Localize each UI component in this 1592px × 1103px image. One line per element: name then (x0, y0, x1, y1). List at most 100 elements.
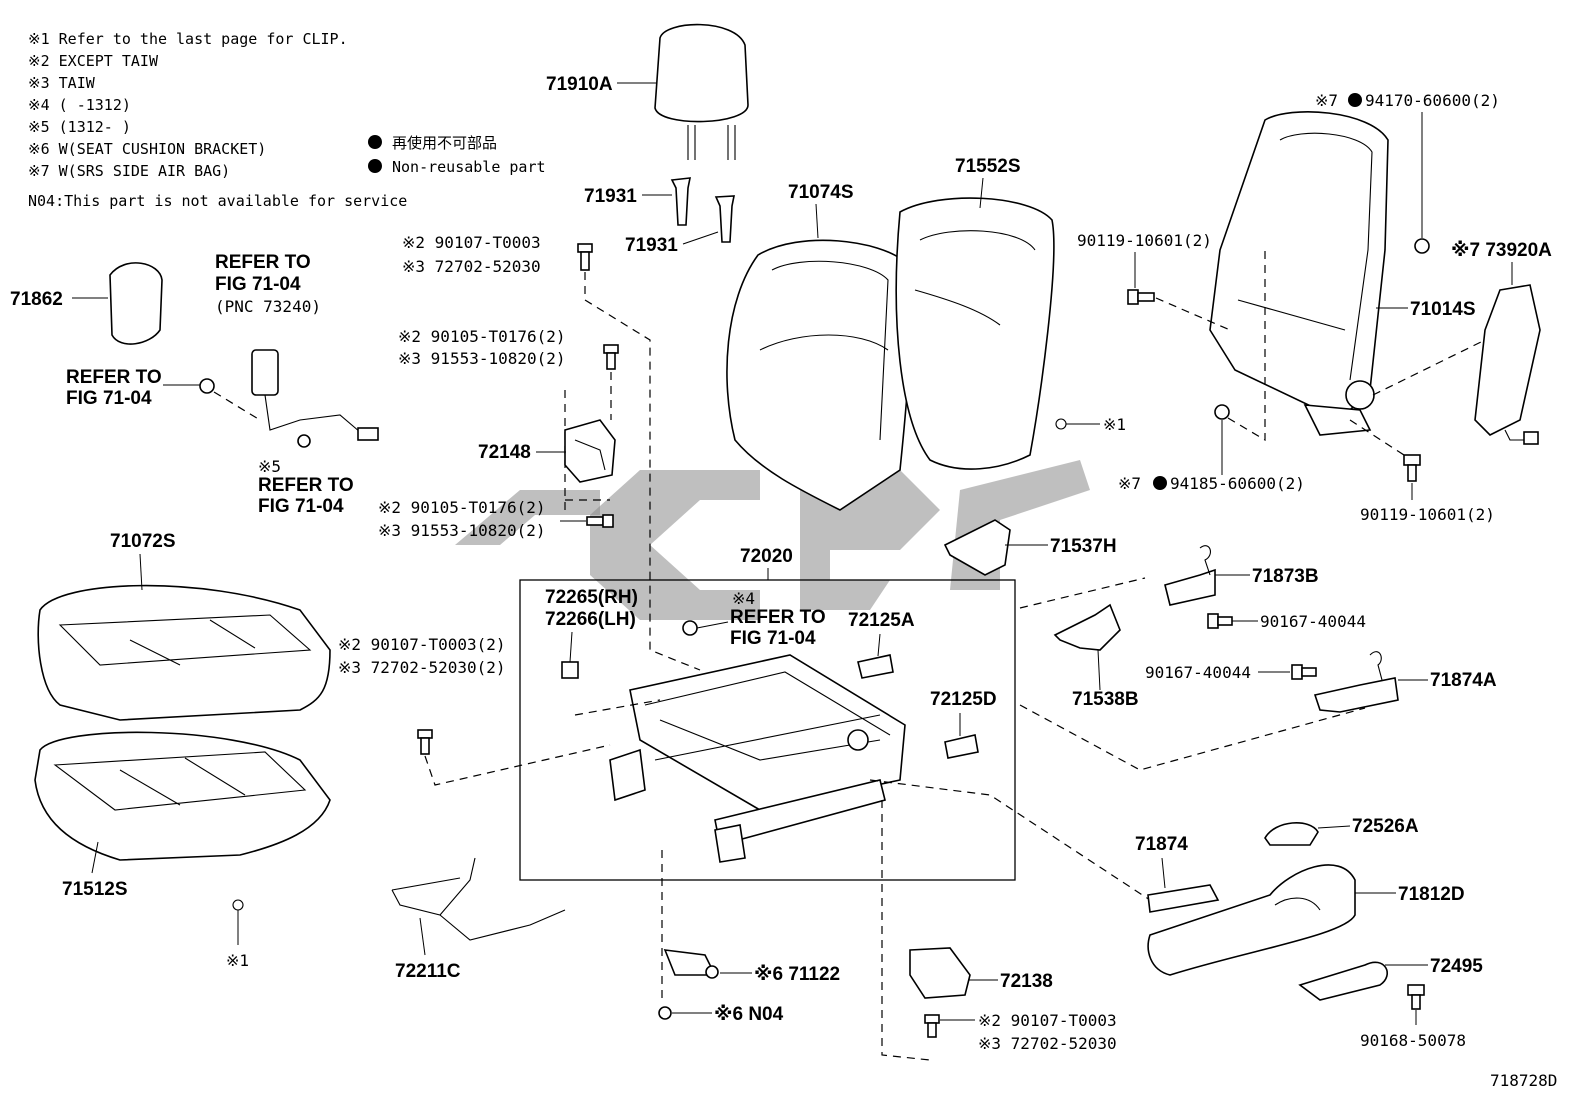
note-1-ref-a: ※1 (226, 951, 249, 970)
label-bolt-1-line1: ※2 90107-T0003 (402, 233, 541, 252)
bracket-71873b-part (1164, 545, 1216, 606)
bolt-icon (1407, 984, 1425, 1010)
label-72125a: 72125A (848, 610, 915, 631)
figure-id: 718728D (1490, 1071, 1557, 1090)
label-bolt-4-line2: ※3 72702-52030(2) (338, 658, 506, 677)
seat-adjuster-part (609, 654, 906, 863)
wire-72211c-part (391, 857, 566, 941)
bolt-icon (924, 1014, 940, 1038)
cover-71862-part (109, 262, 163, 345)
side-shield-71812d-part (1147, 864, 1356, 976)
cover-71537h-part (943, 519, 1011, 576)
seatback-pad-part (895, 197, 1055, 470)
label-90167-b: 90167-40044 (1145, 663, 1251, 682)
cushion-pad-part (34, 731, 331, 861)
note-4: ※4 ( -1312) (28, 96, 131, 114)
label-90119-a: 90119-10601(2) (1077, 231, 1212, 250)
knob-72495-part (1298, 961, 1388, 1001)
label-72495: 72495 (1430, 956, 1483, 977)
label-71812d: 71812D (1398, 884, 1465, 905)
label-bolt-5-line1: ※2 90107-T0003 (978, 1011, 1117, 1030)
label-refer-to-b: REFER TO (258, 475, 354, 496)
note-5-ref: ※5 (258, 457, 281, 476)
non-reusable-dot-icon (1348, 93, 1362, 107)
label-refer-to-c: REFER TO (730, 607, 826, 628)
label-fig-b: FIG 71-04 (258, 496, 344, 517)
label-fig-a: FIG 71-04 (66, 388, 152, 409)
label-bolt-3-line2: ※3 91553-10820(2) (378, 521, 546, 540)
note-5: ※5 (1312- ) (28, 118, 131, 136)
bolt-icon (1403, 454, 1421, 482)
cushion-cover-part (37, 584, 331, 721)
note-1-ref-b: ※1 (1103, 415, 1126, 434)
note-7: ※7 W(SRS SIDE AIR BAG) (28, 162, 230, 180)
label-71910a: 71910A (546, 74, 613, 95)
label-90167-a: 90167-40044 (1260, 612, 1366, 631)
legend-line-1: 再使用不可部品 (392, 134, 497, 152)
label-71874a: 71874A (1430, 670, 1497, 691)
n04-note: N04:This part is not available for servi… (28, 192, 407, 210)
note-2: ※2 EXCEPT TAIW (28, 52, 159, 70)
label-bolt-3-line1: ※2 90105-T0176(2) (378, 498, 546, 517)
label-94185-prefix: ※7 (1118, 474, 1141, 493)
bolt-icon (1291, 664, 1317, 680)
bolt-icon (577, 243, 593, 271)
label-71074s: 71074S (788, 182, 854, 203)
label-71873b: 71873B (1252, 566, 1319, 587)
non-reusable-dot-icon (368, 159, 382, 173)
label-71538b: 71538B (1072, 689, 1139, 710)
label-94170: 94170-60600(2) (1365, 91, 1500, 110)
label-71537h: 71537H (1050, 536, 1117, 557)
non-reusable-dot-icon (1153, 476, 1167, 490)
label-72125d: 72125D (930, 689, 997, 710)
note-6: ※6 W(SEAT CUSHION BRACKET) (28, 140, 266, 158)
label-fig-c: FIG 71-04 (730, 628, 816, 649)
label-71862: 71862 (10, 289, 63, 310)
label-fig-71-04: FIG 71-04 (215, 274, 301, 295)
label-71512s: 71512S (62, 879, 128, 900)
non-reusable-dot-icon (368, 135, 382, 149)
headrest-guide-part (670, 177, 735, 243)
label-72020: 72020 (740, 546, 793, 567)
headrest-part (654, 23, 749, 160)
label-bolt-1-line2: ※3 72702-52030 (402, 257, 541, 276)
label-bolt-5-line2: ※3 72702-52030 (978, 1034, 1117, 1053)
label-72265-rh: 72265(RH) (545, 587, 638, 608)
bolt-icon (586, 514, 614, 528)
cover-72125d-part (944, 734, 979, 759)
notes-block: ※1 Refer to the last page for CLIP. ※2 E… (28, 30, 407, 210)
bracket-71122-part (663, 949, 719, 979)
label-72526a: 72526A (1352, 816, 1419, 837)
cover-71874-part (1147, 884, 1220, 913)
label-71874: 71874 (1135, 834, 1188, 855)
label-refer-to: REFER TO (215, 252, 311, 273)
label-71931-a: 71931 (584, 186, 637, 207)
bracket-72148-part (564, 419, 616, 483)
bolt-icon (603, 344, 619, 370)
side-airbag-part (1474, 284, 1541, 445)
cover-72138-part (909, 947, 971, 999)
label-90119-b: 90119-10601(2) (1360, 505, 1495, 524)
label-71931-b: 71931 (625, 235, 678, 256)
label-refer-to-a: REFER TO (66, 367, 162, 388)
cover-72526a-part (1264, 822, 1319, 846)
label-73920a: ※7 73920A (1451, 240, 1552, 261)
label-n04: ※6 N04 (714, 1004, 784, 1025)
label-bolt-2-line2: ※3 91553-10820(2) (398, 349, 566, 368)
legend-line-2: Non-reusable part (392, 158, 546, 176)
note-1: ※1 Refer to the last page for CLIP. (28, 30, 348, 48)
bracket-71874a-part (1313, 651, 1399, 713)
label-pnc-73240: (PNC 73240) (215, 297, 321, 316)
note-4-ref: ※4 (732, 589, 755, 608)
bolt-icon (417, 729, 433, 755)
seatback-frame-part (1209, 111, 1389, 436)
label-71552s: 71552S (955, 156, 1021, 177)
label-94170-prefix: ※7 (1315, 91, 1338, 110)
label-71122: ※6 71122 (754, 964, 840, 985)
seat-belt-buckle-part (251, 349, 379, 441)
label-72211c: 72211C (395, 961, 461, 982)
label-72138: 72138 (1000, 971, 1053, 992)
label-94185: 94185-60600(2) (1170, 474, 1305, 493)
label-71072s: 71072S (110, 531, 176, 552)
